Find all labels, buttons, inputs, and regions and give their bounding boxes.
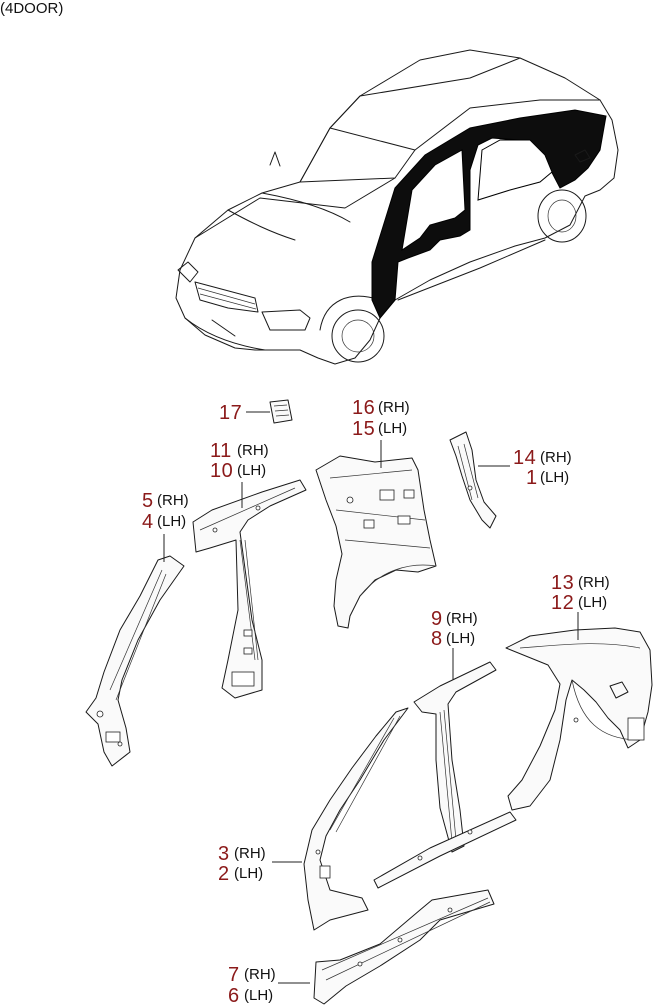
part-number: 4 [142, 511, 154, 533]
side-label: (LH) [578, 594, 608, 611]
part-number: 16 [352, 397, 376, 419]
part-17-clip [269, 399, 293, 424]
part-number: 1 [526, 467, 538, 489]
part-number: 13 [551, 572, 575, 594]
side-label: (RH) [234, 845, 266, 862]
side-label: (RH) [446, 610, 478, 627]
part-number: 10 [210, 460, 234, 482]
part-number: 6 [228, 985, 240, 1007]
side-label: (RH) [540, 449, 572, 466]
part-number: 7 [228, 964, 240, 986]
part-number: 14 [513, 447, 537, 469]
car-illustration [175, 49, 619, 365]
part-number: 17 [219, 402, 243, 424]
part-number: 2 [218, 863, 230, 885]
leader-lines [163, 411, 579, 984]
part-10-11-pillar [192, 479, 307, 699]
part-2-3-outer-pillar [303, 707, 409, 931]
side-label: (LH) [244, 987, 274, 1004]
side-label: (LH) [540, 469, 570, 486]
side-label: (LH) [157, 513, 187, 530]
side-label: (RH) [157, 492, 189, 509]
side-label: (LH) [234, 865, 264, 882]
part-number: 15 [352, 418, 376, 440]
variant-caption: (4DOOR) [0, 0, 64, 17]
part-1-14-bracket [449, 431, 497, 529]
part-4-5-front-pillar [85, 555, 185, 767]
part-8-9-center-pillar [373, 661, 517, 889]
part-6-7-side-sill [313, 889, 495, 1005]
part-number: 11 [210, 440, 232, 462]
part-12-13-quarter-panel [505, 627, 653, 811]
part-number: 8 [431, 628, 443, 650]
part-number: 9 [431, 608, 443, 630]
side-label: (RH) [578, 574, 610, 591]
side-label: (RH) [378, 399, 410, 416]
side-label: (LH) [237, 462, 267, 479]
part-number: 12 [551, 592, 575, 614]
side-label: (RH) [244, 966, 276, 983]
part-15-16-wheel-house [315, 455, 437, 629]
part-number: 3 [218, 843, 230, 865]
side-label: (RH) [237, 442, 269, 459]
part-number: 5 [142, 490, 154, 512]
side-label: (LH) [446, 630, 476, 647]
side-label: (LH) [378, 420, 408, 437]
